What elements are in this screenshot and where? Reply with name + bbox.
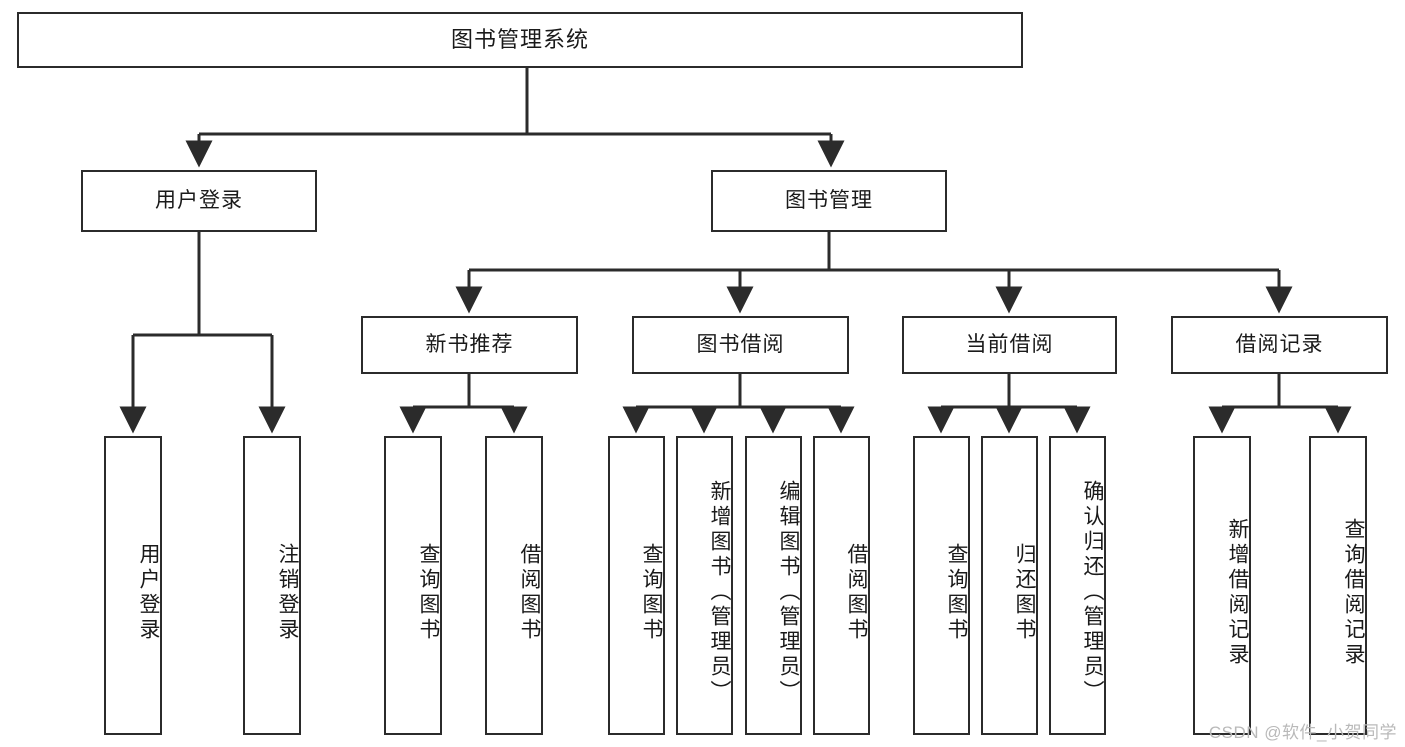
node-user-login[interactable]: 用户登录	[81, 170, 317, 232]
node-label: 注销登录	[276, 542, 299, 643]
node-label: 借阅图书	[845, 542, 868, 643]
leaf-user-login[interactable]: 用户登录	[104, 436, 162, 735]
leaf-return-books[interactable]: 归还图书	[981, 436, 1038, 735]
node-label: 编辑图书（管理员）	[777, 480, 800, 705]
node-label: 查询图书	[417, 542, 440, 643]
leaf-query-books-recommendation[interactable]: 查询图书	[384, 436, 442, 735]
node-current-borrowing[interactable]: 当前借阅	[902, 316, 1117, 374]
node-book-borrowing[interactable]: 图书借阅	[632, 316, 849, 374]
leaf-edit-book-admin[interactable]: 编辑图书（管理员）	[745, 436, 802, 735]
node-label: 图书借阅	[696, 333, 785, 357]
leaf-query-borrowing-record[interactable]: 查询借阅记录	[1309, 436, 1367, 735]
node-label: 用户登录	[155, 189, 243, 213]
leaf-logout[interactable]: 注销登录	[243, 436, 301, 735]
node-label: 图书管理系统	[450, 26, 589, 52]
node-label: 新增借阅记录	[1226, 517, 1249, 668]
node-label: 新书推荐	[425, 333, 514, 357]
leaf-borrow-books-borrowing[interactable]: 借阅图书	[813, 436, 870, 735]
node-label: 借阅图书	[518, 542, 541, 643]
node-book-management[interactable]: 图书管理	[711, 170, 947, 232]
node-label: 图书管理	[785, 189, 873, 213]
node-label: 确认归还（管理员）	[1081, 480, 1104, 705]
node-borrowing-records[interactable]: 借阅记录	[1171, 316, 1388, 374]
leaf-add-borrowing-record[interactable]: 新增借阅记录	[1193, 436, 1251, 735]
leaf-query-books-borrowing[interactable]: 查询图书	[608, 436, 665, 735]
node-label: 借阅记录	[1235, 333, 1324, 357]
node-label: 查询图书	[640, 542, 663, 643]
leaf-add-book-admin[interactable]: 新增图书（管理员）	[676, 436, 733, 735]
leaf-borrow-books-recommendation[interactable]: 借阅图书	[485, 436, 543, 735]
node-label: 新增图书（管理员）	[708, 480, 731, 705]
leaf-confirm-return-admin[interactable]: 确认归还（管理员）	[1049, 436, 1106, 735]
leaf-query-books-current[interactable]: 查询图书	[913, 436, 970, 735]
node-label: 当前借阅	[965, 333, 1054, 357]
node-label: 用户登录	[137, 542, 160, 643]
node-label: 查询图书	[945, 542, 968, 643]
node-label: 查询借阅记录	[1342, 517, 1365, 668]
node-new-book-recommendation[interactable]: 新书推荐	[361, 316, 578, 374]
node-root-book-management-system[interactable]: 图书管理系统	[17, 12, 1023, 68]
node-label: 归还图书	[1013, 542, 1036, 643]
